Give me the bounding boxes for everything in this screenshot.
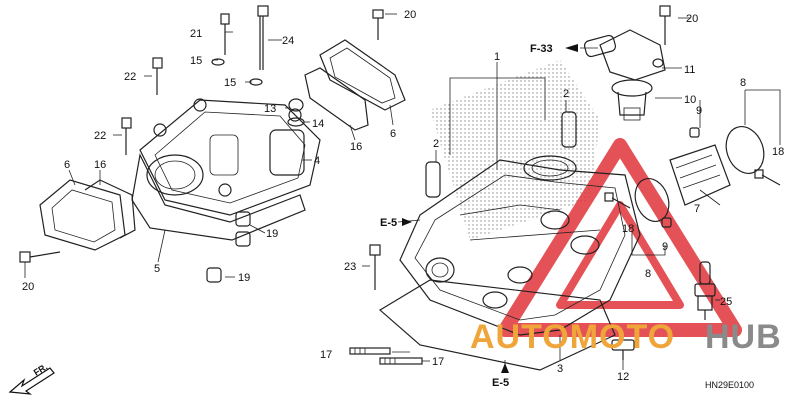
callout-17b: 17 <box>432 356 444 368</box>
callout-19b: 19 <box>238 272 250 284</box>
callout-10: 10 <box>684 94 696 106</box>
callout-16a: 16 <box>94 159 106 171</box>
callout-19a: 19 <box>266 228 278 240</box>
valve-guides <box>425 111 577 198</box>
coolant-hose <box>634 126 765 222</box>
side-cover-left <box>39 179 136 251</box>
callout-9a: 9 <box>696 105 702 117</box>
callout-21: 21 <box>190 28 202 40</box>
callout-25: 25 <box>720 296 732 308</box>
callout-4: 4 <box>314 155 320 167</box>
temp-sensor <box>611 339 635 360</box>
spark-plug <box>694 261 716 320</box>
callout-22b: 22 <box>94 130 106 142</box>
callout-15b: 15 <box>224 77 236 89</box>
front-label: FR. <box>32 362 50 378</box>
leader-lines <box>24 13 781 373</box>
bolt-20-top <box>659 5 671 45</box>
studs-17 <box>349 347 423 365</box>
callout-20a: 20 <box>22 281 34 293</box>
callout-13: 13 <box>264 103 276 115</box>
thermostat <box>611 79 653 121</box>
callout-7: 7 <box>694 203 700 215</box>
callout-20b: 20 <box>404 9 416 21</box>
ref-e5-left-label: E-5 <box>380 217 397 229</box>
bolt-23 <box>369 244 381 290</box>
callout-20c: 20 <box>686 13 698 25</box>
callout-9b: 9 <box>662 241 668 253</box>
callout-2b: 2 <box>563 88 569 100</box>
callout-16b: 16 <box>350 141 362 153</box>
watermark-text-orange: AUTOMOTO <box>470 318 675 356</box>
reference-arrows <box>402 44 578 373</box>
side-cover-right <box>304 39 406 131</box>
dowel-pins <box>206 211 251 283</box>
bolts-upper <box>121 5 384 155</box>
callout-18b: 18 <box>622 223 634 235</box>
front-direction-arrow: FR. <box>8 362 55 395</box>
callout-18a: 18 <box>772 146 784 158</box>
gasket-5 <box>131 153 306 241</box>
callout-14: 14 <box>312 118 324 130</box>
callout-12: 12 <box>617 371 629 383</box>
callout-6a: 6 <box>64 159 70 171</box>
ref-f33-label: F-33 <box>530 43 553 55</box>
small-fasteners <box>604 127 781 228</box>
watermark-text-grey: HUB <box>705 318 782 356</box>
callout-1: 1 <box>494 51 500 63</box>
callout-5: 5 <box>154 263 160 275</box>
callout-23: 23 <box>344 261 356 273</box>
valve-cover <box>139 98 321 216</box>
callout-24: 24 <box>282 35 294 47</box>
head-gasket <box>378 279 616 371</box>
diagram-code: HN29E0100 <box>705 380 754 390</box>
ref-e5-bottom-label: E-5 <box>492 377 509 389</box>
callout-15a: 15 <box>190 55 202 67</box>
callout-3: 3 <box>557 363 563 375</box>
bolt-20-left <box>19 251 61 263</box>
callout-11: 11 <box>684 64 695 76</box>
callout-17a: 17 <box>320 349 332 361</box>
thermostat-housing <box>583 29 666 81</box>
callout-8b: 8 <box>645 268 651 280</box>
callout-6b: 6 <box>390 128 396 140</box>
callout-2a: 2 <box>433 138 439 150</box>
callout-8a: 8 <box>740 77 746 89</box>
callout-22a: 22 <box>124 71 136 83</box>
shading-area <box>430 60 600 240</box>
